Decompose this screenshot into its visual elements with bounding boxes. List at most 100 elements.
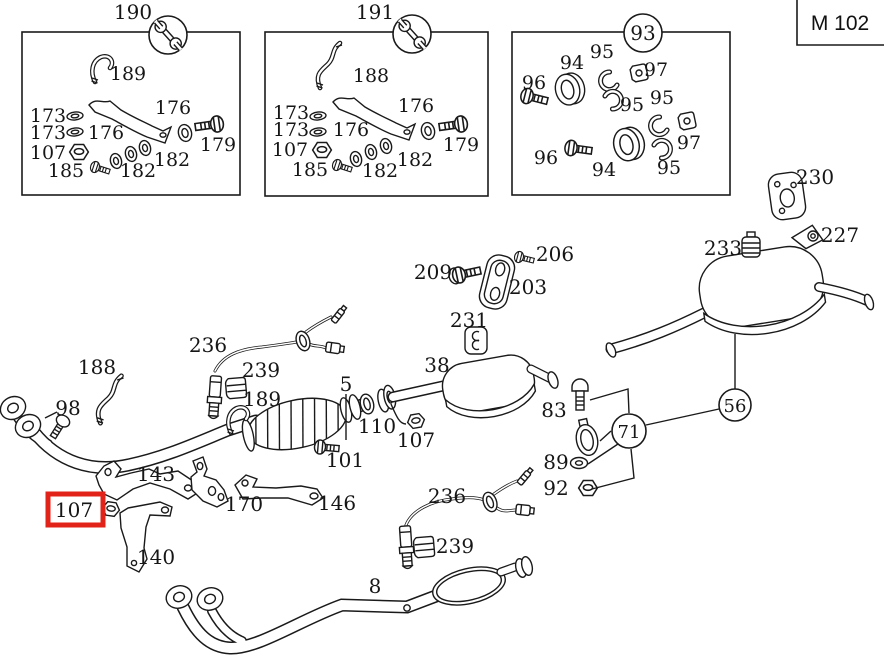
nut-107 [311, 141, 333, 159]
assembly-ref-71[interactable]: 71 [611, 413, 647, 449]
part-label-189[interactable]: 189 [243, 387, 281, 411]
part-label[interactable]: 95 [590, 41, 614, 63]
rubber-mount-230 [767, 171, 807, 221]
part-label-98[interactable]: 98 [55, 396, 80, 420]
part-label-5[interactable]: 5 [340, 372, 353, 396]
oxygen-sensor-front [205, 304, 349, 420]
part-label[interactable]: 182 [154, 149, 190, 171]
rubber-mount-203 [478, 254, 516, 310]
part-label-107-selected: 107 [55, 498, 93, 522]
seal-ring-173 [65, 110, 85, 122]
leader-line-71-56 [645, 408, 720, 426]
part-label[interactable]: 182 [362, 160, 398, 182]
connector-plug [324, 341, 346, 356]
part-label[interactable]: 176 [155, 97, 191, 119]
inset-box-93: 93 94 95 97 96 95 95 96 94 97 95 [511, 13, 731, 196]
part-label-101[interactable]: 101 [326, 448, 364, 472]
part-label[interactable]: 97 [644, 59, 668, 81]
part-label-239-front[interactable]: 239 [242, 358, 280, 382]
nut-107 [68, 143, 90, 161]
part-label-227[interactable]: 227 [821, 223, 859, 247]
pipe-hole [403, 604, 411, 612]
bolt-179 [193, 114, 226, 136]
selected-part-107[interactable]: 107 [45, 491, 106, 528]
part-label[interactable]: 185 [48, 160, 84, 182]
part-label[interactable]: 179 [200, 134, 236, 156]
wrench-icon [392, 14, 432, 54]
inset-190-title[interactable]: 190 [114, 0, 152, 24]
part-label-231[interactable]: 231 [450, 308, 488, 332]
part-label[interactable]: 188 [353, 65, 389, 87]
part-label-38[interactable]: 38 [424, 353, 449, 377]
part-label-209[interactable]: 209 [414, 260, 452, 284]
part-label[interactable]: 96 [522, 72, 546, 94]
bolt-206 [512, 249, 536, 267]
part-label-206[interactable]: 206 [536, 242, 574, 266]
part-label-140[interactable]: 140 [137, 545, 175, 569]
part-label-107-mid[interactable]: 107 [397, 428, 435, 452]
hanger-ring [575, 417, 599, 457]
part-label-188[interactable]: 188 [78, 355, 116, 379]
cable-end [330, 304, 349, 325]
part-label[interactable]: 107 [272, 139, 308, 161]
washer-89 [569, 456, 589, 470]
resonator [432, 566, 506, 606]
part-label-170[interactable]: 170 [225, 492, 263, 516]
mounting-kit-71 [569, 378, 599, 497]
part-label[interactable]: 173 [273, 102, 309, 124]
part-label[interactable]: 173 [30, 122, 66, 144]
bolt-209 [448, 261, 483, 285]
part-label[interactable]: 173 [30, 105, 66, 127]
part-label[interactable]: 97 [677, 132, 701, 154]
part-label[interactable]: 94 [592, 159, 616, 181]
ring-227-icon [807, 230, 819, 242]
bolt-98 [49, 414, 71, 440]
part-label[interactable]: 94 [560, 52, 584, 74]
part-label-8[interactable]: 8 [369, 574, 382, 598]
part-label[interactable]: 95 [650, 87, 674, 109]
part-label[interactable]: 107 [30, 142, 66, 164]
bolt-185 [330, 157, 354, 176]
part-label-230[interactable]: 230 [796, 165, 834, 189]
part-label-239-rear[interactable]: 239 [436, 534, 474, 558]
part-label[interactable]: 173 [273, 119, 309, 141]
leader-line-92 [591, 448, 635, 490]
part-label-92[interactable]: 92 [543, 476, 568, 500]
model-tag-box: M 102 [796, 0, 884, 46]
cable-grommet [293, 328, 313, 354]
part-label[interactable]: 176 [88, 122, 124, 144]
part-label-83[interactable]: 83 [541, 398, 566, 422]
svg-text:56: 56 [724, 396, 747, 417]
part-label[interactable]: 95 [620, 94, 644, 116]
leader-line-89 [587, 443, 619, 465]
inset-191-title[interactable]: 191 [356, 0, 394, 24]
part-label-146[interactable]: 146 [318, 491, 356, 515]
seal-ring-173 [65, 126, 85, 138]
bolt-179 [437, 114, 470, 136]
part-label-110[interactable]: 110 [358, 414, 396, 438]
part-label[interactable]: 176 [333, 119, 369, 141]
part-label[interactable]: 185 [292, 159, 328, 181]
washer-182 [137, 138, 153, 158]
part-label-236-front[interactable]: 236 [189, 333, 227, 357]
leader-line-107 [390, 403, 407, 425]
model-tag: M 102 [811, 12, 869, 35]
part-label-236-rear[interactable]: 236 [428, 484, 466, 508]
part-label-233[interactable]: 233 [704, 236, 742, 260]
part-label-89[interactable]: 89 [543, 450, 568, 474]
part-label[interactable]: 189 [110, 63, 146, 85]
part-label[interactable]: 179 [443, 134, 479, 156]
part-label-203[interactable]: 203 [509, 275, 547, 299]
pipe-clamp-ring [348, 394, 362, 420]
part-label-143[interactable]: 143 [137, 462, 175, 486]
assembly-ref-93[interactable]: 93 [623, 13, 663, 53]
part-label[interactable]: 96 [534, 147, 558, 169]
part-label[interactable]: 176 [398, 95, 434, 117]
flange-ring-94 [609, 123, 649, 165]
part-label[interactable]: 182 [120, 160, 156, 182]
part-label[interactable]: 95 [657, 157, 681, 179]
part-label[interactable]: 182 [397, 149, 433, 171]
assembly-ref-56[interactable]: 56 [718, 388, 752, 422]
flange-ring-94 [551, 69, 589, 109]
